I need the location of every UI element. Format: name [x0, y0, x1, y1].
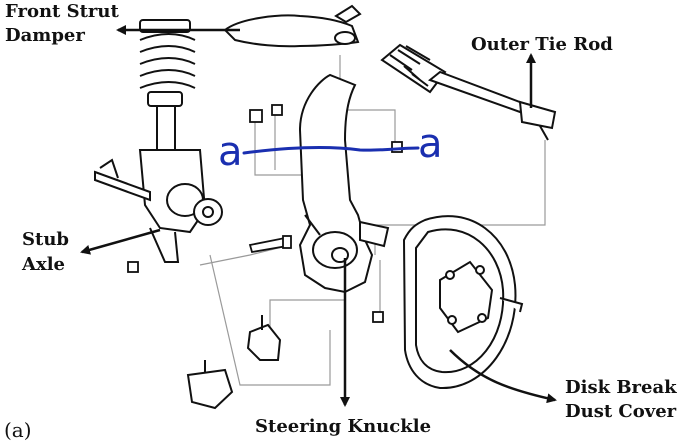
outer-tie-rod-part: [380, 43, 557, 141]
stub-axle-arrow: [80, 228, 161, 255]
label-stub-axle-line1: Stub: [22, 229, 69, 250]
lower-ball-joints: [186, 315, 282, 410]
label-disk-brake-dust-cover-line2: Dust Cover: [565, 401, 677, 422]
strut-spring-damper: [138, 19, 223, 263]
drive-shaft: [94, 158, 151, 202]
handwritten-mark-right: a: [418, 121, 443, 167]
label-disk-brake-dust-cover-line1: Disk Break: [565, 377, 677, 398]
upper-control-arm: [223, 4, 362, 48]
label-stub-axle-line2: Axle: [22, 254, 65, 275]
label-steering-knuckle: Steering Knuckle: [255, 416, 432, 437]
handwritten-mark-left: a: [218, 129, 243, 175]
label-outer-tie-rod: Outer Tie Rod: [471, 34, 613, 55]
bolts-and-nuts: [127, 104, 403, 323]
label-front-strut-damper-line2: Damper: [5, 25, 85, 46]
panel-label: (a): [4, 418, 32, 442]
label-front-strut-damper-line1: Front Strut: [5, 1, 119, 22]
callout-arrows: [80, 25, 557, 407]
handwritten-annotation-line: [242, 146, 420, 155]
dust-cover-part: [402, 215, 524, 390]
dust-cover-arrow: [449, 349, 557, 404]
